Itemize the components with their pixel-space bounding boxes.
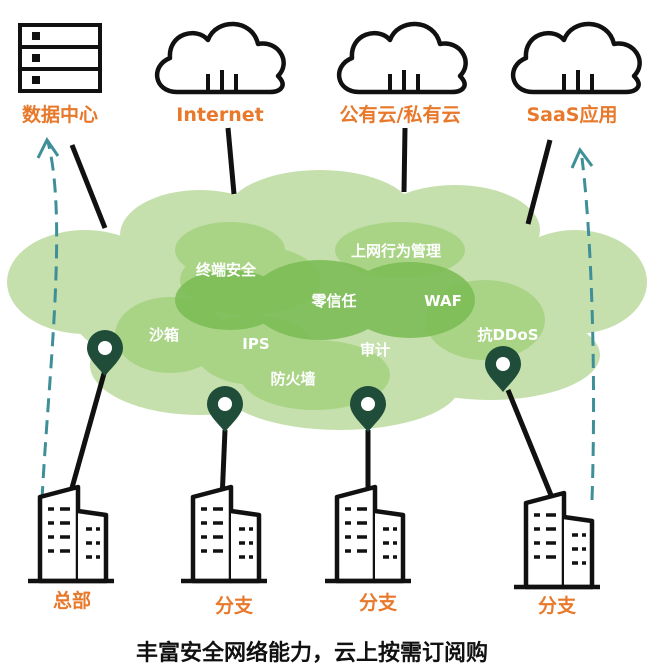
dashed-arrow-right bbox=[570, 147, 596, 501]
capability-endpoint-security: 终端安全 bbox=[196, 261, 257, 279]
capability-anti-ddos: 抗DDoS bbox=[477, 326, 538, 344]
office-building-icon bbox=[514, 493, 600, 587]
cloud-icon bbox=[157, 24, 284, 92]
capability-firewall: 防火墙 bbox=[270, 370, 315, 388]
office-building-icon bbox=[28, 487, 114, 581]
office-building-icon bbox=[181, 487, 267, 581]
location-pin-icon bbox=[207, 386, 243, 432]
destination-label-internet: Internet bbox=[176, 104, 263, 126]
capability-waf: WAF bbox=[424, 292, 462, 310]
capability-zero-trust: 零信任 bbox=[310, 292, 356, 310]
office-building-icon bbox=[325, 487, 411, 581]
destination-label-datacenter: 数据中心 bbox=[22, 103, 98, 126]
site-label-branch: 分支 bbox=[538, 595, 577, 617]
site-label-branch: 分支 bbox=[359, 592, 398, 614]
site-label-headquarters: 总部 bbox=[53, 589, 91, 612]
destination-label-cloud: 公有云/私有云 bbox=[340, 103, 461, 126]
capability-sandbox: 沙箱 bbox=[149, 326, 179, 344]
cloud-icon bbox=[513, 24, 640, 92]
capability-audit: 审计 bbox=[360, 341, 390, 359]
uplink-lines bbox=[69, 127, 553, 229]
capability-behavior-management: 上网行为管理 bbox=[351, 242, 441, 260]
dashed-arrow-left bbox=[36, 137, 60, 501]
diagram-caption: 丰富安全网络能力，云上按需订阅购 bbox=[136, 640, 488, 666]
destination-label-saas: SaaS应用 bbox=[526, 103, 617, 126]
capability-ips: IPS bbox=[242, 335, 269, 353]
site-label-branch: 分支 bbox=[215, 595, 254, 617]
server-rack-icon bbox=[18, 23, 102, 93]
site-uplink-lines bbox=[67, 369, 558, 506]
cloud-icon bbox=[339, 24, 466, 92]
